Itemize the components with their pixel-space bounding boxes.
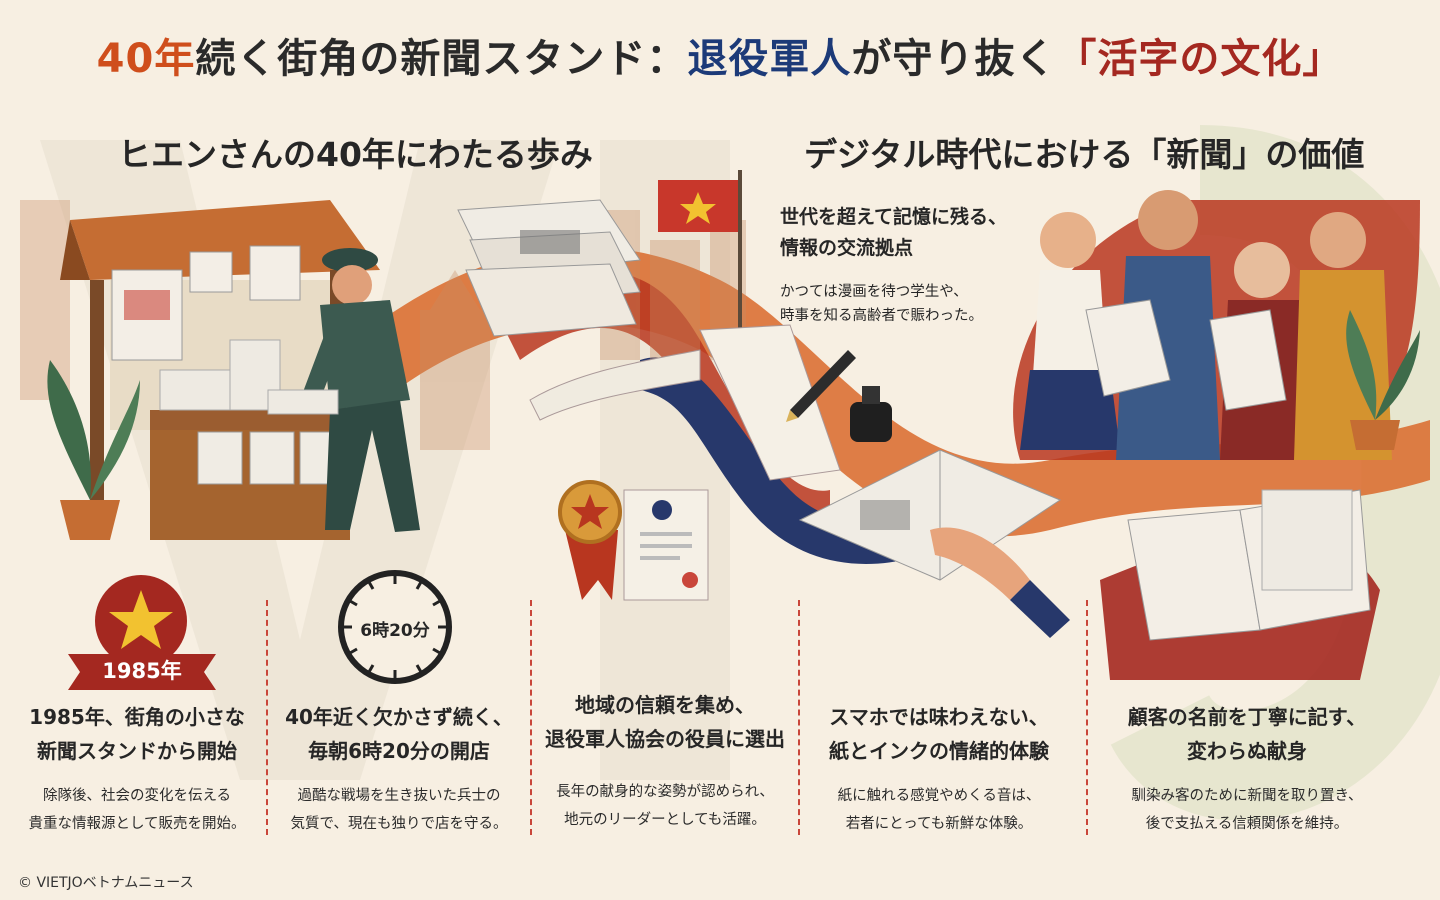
year-badge-label: 1985年	[102, 659, 182, 683]
column-daily-opening: 40年近く欠かさず続く、 毎朝6時20分の開店 過酷な戦場を生き抜いた兵士の 気…	[264, 700, 534, 838]
pen-icon	[786, 350, 856, 422]
navy-ribbon	[640, 357, 960, 564]
column-divider	[798, 600, 800, 835]
column-title: 40年近く欠かさず続く、 毎朝6時20分の開店	[264, 700, 534, 768]
column-desc-line-2: 若者にとっても新鮮な体験。	[845, 816, 1033, 832]
left-section-heading: ヒエンさんの40年にわたる歩み	[118, 135, 593, 174]
column-title-line-1: 1985年、街角の小さな	[29, 705, 245, 729]
column-desc-line-2: 後で支払える信頼関係を維持。	[1145, 816, 1349, 832]
open-newspaper-hand	[798, 449, 1070, 638]
column-desc-line-1: 過酷な戦場を生き抜いた兵士の	[297, 788, 501, 804]
plant-right	[1346, 310, 1420, 450]
column-desc-line-1: 除隊後、社会の変化を伝える	[42, 788, 232, 804]
hub-title: 世代を超えて記憶に残る、 情報の交流拠点	[780, 202, 1007, 264]
hub-description: かつては漫画を待つ学生や、 時事を知る高齢者で賑わった。	[780, 280, 983, 328]
column-description: 馴染み客のために新聞を取り置き、 後で支払える信頼関係を維持。	[1112, 782, 1382, 838]
column-description: 除隊後、社会の変化を伝える 貴重な情報源として販売を開始。	[2, 782, 272, 838]
column-desc-line-1: 紙に触れる感覚やめくる音は、	[837, 788, 1041, 804]
page-title: 40年続く街角の新聞スタンド：退役軍人が守り抜く「活字の文化」	[0, 26, 1440, 84]
column-title-line-2: 紙とインクの情緒的体験	[829, 739, 1049, 763]
column-paper-experience: スマホでは味わえない、 紙とインクの情緒的体験 紙に触れる感覚やめくる音は、 若…	[804, 700, 1074, 838]
column-title-line-2: 変わらぬ献身	[1187, 739, 1307, 763]
column-title: スマホでは味わえない、 紙とインクの情緒的体験	[804, 700, 1074, 768]
plant-left	[47, 360, 140, 540]
newsstand-illustration	[20, 170, 1430, 680]
hub-title-line-1: 世代を超えて記憶に残る、	[780, 206, 1008, 228]
scroll-document	[529, 324, 841, 481]
column-desc-line-2: 貴重な情報源として販売を開始。	[28, 816, 246, 832]
hub-desc-line-2: 時事を知る高齢者で賑わった。	[780, 308, 983, 324]
column-title-line-1: 顧客の名前を丁寧に記す、	[1127, 705, 1367, 729]
certificate-icon	[623, 489, 709, 601]
column-desc-line-2: 地元のリーダーとしても活躍。	[564, 812, 766, 828]
column-title-line-2: 新聞スタンドから開始	[37, 739, 237, 763]
title-part-stand: 続く街角の新聞スタンド：	[195, 36, 688, 82]
title-part-veteran: 退役軍人	[687, 36, 852, 82]
column-title-line-1: 40年近く欠かさず続く、	[285, 705, 513, 729]
column-title: 顧客の名前を丁寧に記す、 変わらぬ献身	[1112, 700, 1382, 768]
hub-desc-line-1: かつては漫画を待つ学生や、	[780, 284, 968, 300]
column-description: 長年の献身的な姿勢が認められ、 地元のリーダーとしても活躍。	[530, 778, 800, 834]
column-veterans-association: 地域の信頼を集め、 退役軍人協会の役員に選出 長年の献身的な姿勢が認められ、 地…	[530, 688, 800, 834]
title-part-protect: が守り抜く	[851, 36, 1057, 82]
column-start-1985: 1985年、街角の小さな 新聞スタンドから開始 除隊後、社会の変化を伝える 貴重…	[2, 700, 272, 838]
ink-bottle-icon	[850, 386, 892, 442]
column-description: 紙に触れる感覚やめくる音は、 若者にとっても新鮮な体験。	[804, 782, 1074, 838]
column-desc-line-2: 気質で、現在も独りで店を守る。	[290, 816, 508, 832]
column-title-line-1: 地域の信頼を集め、	[575, 693, 755, 717]
right-section-heading: デジタル時代における「新聞」の価値	[804, 135, 1365, 174]
column-description: 過酷な戦場を生き抜いた兵士の 気質で、現在も独りで店を守る。	[264, 782, 534, 838]
column-title-line-1: スマホでは味わえない、	[829, 705, 1049, 729]
column-divider	[1086, 600, 1088, 835]
flag-icon	[658, 170, 742, 400]
clock-time-label: 6時20分	[360, 621, 430, 641]
star-icon	[95, 575, 187, 667]
hub-title-line-2: 情報の交流拠点	[780, 237, 914, 259]
column-title-line-2: 毎朝6時20分の開店	[308, 739, 490, 763]
column-title: 地域の信頼を集め、 退役軍人協会の役員に選出	[530, 688, 800, 756]
medal-icon	[558, 480, 622, 600]
title-part-culture: 「活字の文化」	[1056, 36, 1344, 82]
soldier-figure	[267, 248, 420, 532]
newspaper-stack	[457, 199, 641, 337]
year-ribbon	[68, 654, 216, 690]
column-desc-line-1: 馴染み客のために新聞を取り置き、	[1131, 788, 1363, 804]
newsstand-booth	[60, 200, 380, 540]
family-group	[1013, 190, 1420, 460]
copyright-notice: © VIETJOベトナムニュース	[18, 875, 194, 891]
column-title: 1985年、街角の小さな 新聞スタンドから開始	[2, 700, 272, 768]
column-customer-dedication: 顧客の名前を丁寧に記す、 変わらぬ献身 馴染み客のために新聞を取り置き、 後で支…	[1112, 700, 1382, 838]
column-divider	[530, 600, 532, 835]
title-part-years: 40年	[96, 36, 196, 82]
open-notebook	[1100, 489, 1380, 680]
clock-icon	[338, 570, 452, 684]
column-divider	[266, 600, 268, 835]
column-title-line-2: 退役軍人協会の役員に選出	[545, 727, 785, 751]
column-desc-line-1: 長年の献身的な姿勢が認められ、	[556, 784, 774, 800]
